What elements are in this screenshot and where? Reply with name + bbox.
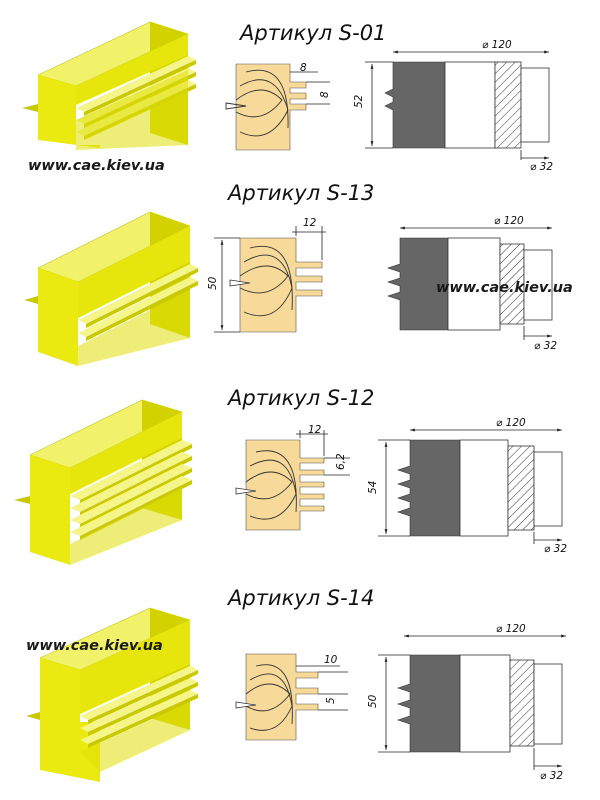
- section-s13: Артикул S-13 12 50: [24, 181, 573, 366]
- wood-profile: [235, 653, 348, 741]
- section-title: Артикул S-13: [226, 181, 374, 205]
- dim-height: 50: [367, 694, 379, 708]
- dim-bore: ⌀ 32: [534, 340, 557, 352]
- dim-diameter: ⌀ 120: [494, 215, 524, 227]
- dim-tongue-pitch: 5: [325, 697, 337, 704]
- dim-tongue-pitch: 6,2: [335, 453, 347, 470]
- dim-tongue-width: 12: [303, 217, 317, 229]
- cutter-section-drawing: [387, 226, 553, 340]
- section-s12: Артикул S-12: [14, 386, 567, 565]
- cutter-3d-model: [26, 607, 198, 782]
- wood-profile: [235, 430, 350, 531]
- dim-diameter: ⌀ 120: [496, 623, 526, 635]
- wood-profile: [225, 63, 330, 151]
- cutter-3d-model: [14, 399, 192, 565]
- dim-diameter: ⌀ 120: [482, 39, 512, 51]
- watermark: www.cae.kiev.ua: [436, 280, 573, 296]
- watermark: www.cae.kiev.ua: [28, 158, 165, 174]
- dim-tongue-pitch: 8: [319, 91, 331, 98]
- section-title: Артикул S-14: [226, 586, 374, 610]
- dim-height: 50: [207, 276, 219, 290]
- section-s01: Артикул S-01 www.cae.kiev.ua: [22, 21, 553, 174]
- cutter-section-drawing: [378, 428, 563, 544]
- cutter-section-drawing: [378, 634, 566, 770]
- watermark: www.cae.kiev.ua: [26, 638, 163, 654]
- dim-bore: ⌀ 32: [530, 161, 553, 173]
- dim-tongue-width: 10: [324, 654, 338, 666]
- dim-bore: ⌀ 32: [544, 543, 567, 555]
- section-s14: Артикул S-14 www.cae.kiev.ua: [26, 586, 566, 782]
- cutter-3d-model: [22, 21, 196, 150]
- dim-tongue-width: 12: [308, 424, 322, 436]
- dim-height: 52: [353, 94, 365, 108]
- dim-height: 54: [367, 481, 379, 494]
- cutter-3d-model: [24, 211, 198, 366]
- cutter-section-drawing: [365, 50, 550, 160]
- section-title: Артикул S-12: [226, 386, 374, 410]
- dim-tongue-width: 8: [300, 62, 307, 74]
- wood-profile: [214, 226, 326, 333]
- section-title: Артикул S-01: [238, 21, 386, 45]
- dim-diameter: ⌀ 120: [496, 417, 526, 429]
- dim-bore: ⌀ 32: [540, 770, 563, 782]
